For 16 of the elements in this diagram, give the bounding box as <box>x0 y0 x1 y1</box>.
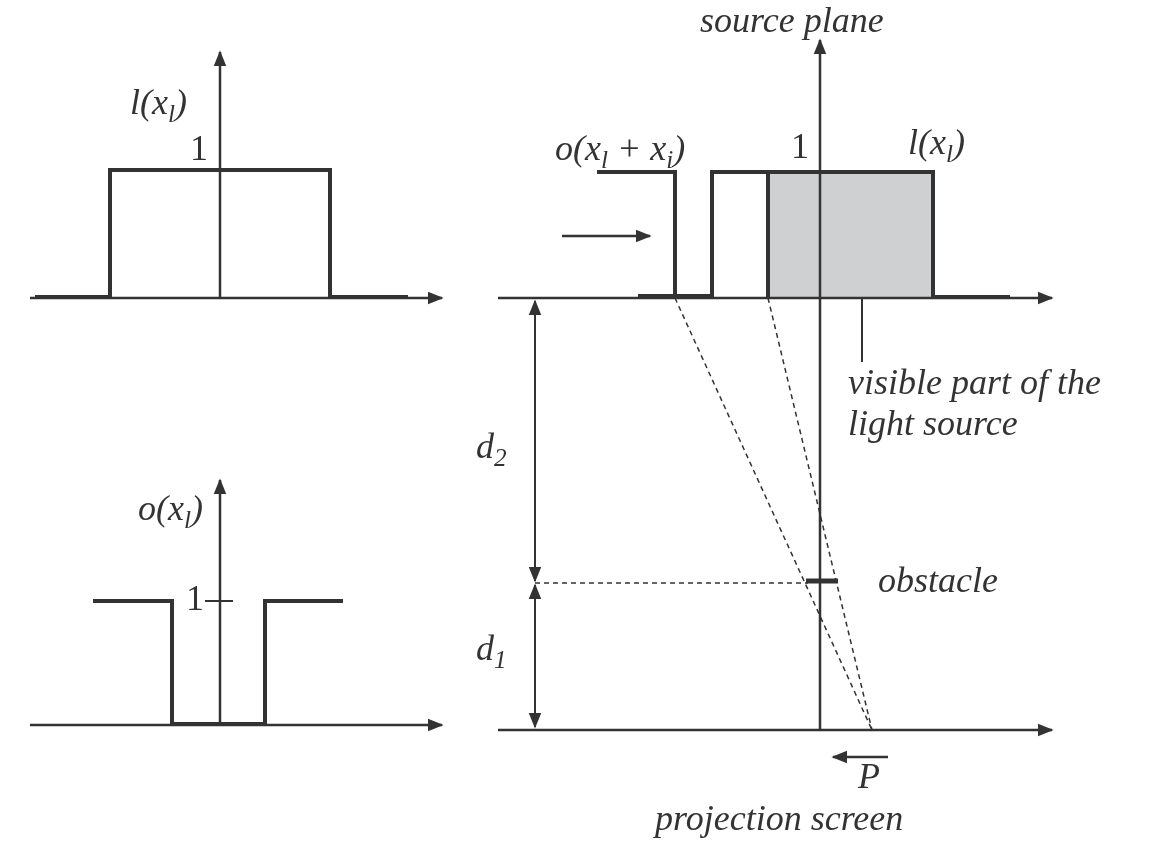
function-label: o(x$_{l}$ + x$_{i}$) <box>555 128 686 176</box>
dimension-label: d$_{1}$ <box>476 628 507 676</box>
axis-label: projection screen <box>655 798 904 840</box>
axis-label: source plane <box>700 0 884 42</box>
tick-label: 1 <box>186 578 204 620</box>
leader-line <box>861 296 863 363</box>
tick-label: 1 <box>791 126 809 168</box>
component-label: obstacle <box>878 560 998 602</box>
axis-label: l(x$_{l}$) <box>130 82 187 130</box>
annotation-text: visible part of the light source <box>848 362 1118 445</box>
tick-label: 1 <box>190 128 208 170</box>
function-label: l(x$_{l}$) <box>908 122 965 170</box>
point-label: P <box>858 756 880 798</box>
shaded-region <box>768 172 933 297</box>
axis-label: o(x$_{l}$) <box>138 488 203 536</box>
dimension-label: d$_{2}$ <box>476 426 507 474</box>
